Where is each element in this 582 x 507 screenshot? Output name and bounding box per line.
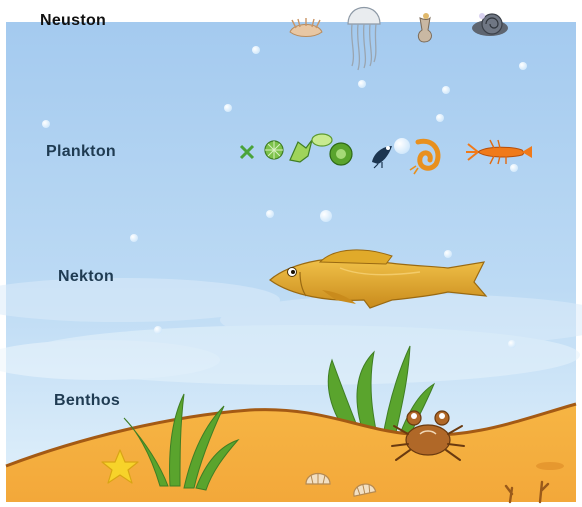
zone-label-neuston: Neuston — [40, 12, 106, 30]
zone-label-plankton: Plankton — [46, 143, 116, 161]
zone-label-nekton: Nekton — [58, 268, 114, 286]
bubble-icon — [358, 80, 366, 88]
radiolarian-icon — [312, 134, 332, 146]
bubble-icon — [442, 86, 450, 94]
radiolarian-icon — [330, 143, 352, 165]
bubble-icon — [508, 340, 516, 348]
bubble-icon — [224, 104, 232, 112]
bubble-icon — [510, 164, 518, 172]
bubble-icon — [444, 250, 452, 258]
shell-icon — [290, 18, 322, 37]
bubble-icon — [252, 46, 260, 54]
bubble-icon — [320, 210, 332, 222]
bubble-icon — [266, 210, 274, 218]
bubble-icon — [130, 234, 138, 242]
zone-label-benthos: Benthos — [54, 392, 120, 410]
bubble-icon — [519, 62, 527, 70]
bubble-icon — [42, 120, 50, 128]
radiolarian-icon — [265, 141, 283, 159]
snail-icon — [472, 13, 508, 36]
bubble-icon — [436, 114, 444, 122]
bubble-icon — [394, 138, 410, 154]
bubble-icon — [154, 326, 162, 334]
